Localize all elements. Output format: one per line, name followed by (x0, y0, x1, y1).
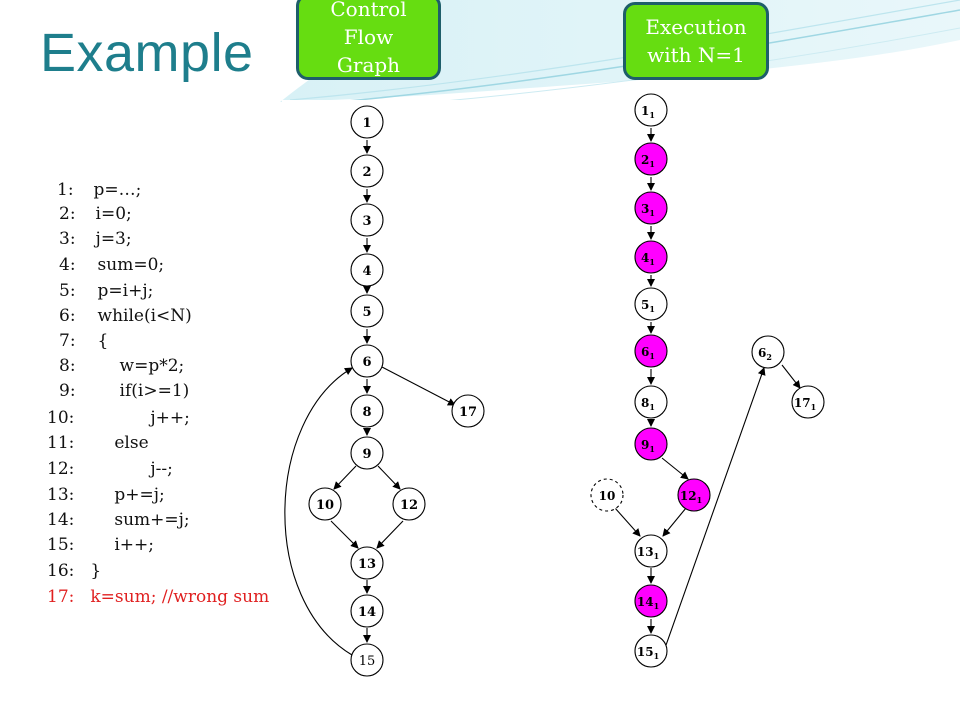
svg-text:10: 10 (316, 498, 334, 513)
cfg-node: 1 (350, 105, 384, 139)
svg-text:151: 151 (637, 645, 659, 661)
svg-text:61: 61 (641, 345, 655, 361)
code-line: 1:p=…; (57, 180, 142, 200)
cfg-node: 6 (350, 344, 384, 378)
code-line: 16:} (47, 561, 102, 581)
code-line: 5:p=i+j; (59, 281, 154, 301)
cfg-node: 15 (350, 643, 384, 677)
code-line: 3:j=3; (59, 229, 132, 249)
cfg-nodes: 1 2 3 4 5 6 8 9 10 12 13 14 15 17 (308, 105, 485, 677)
svg-text:3: 3 (362, 214, 371, 229)
exec-node: 121 (677, 478, 711, 512)
cfg-node: 8 (350, 394, 384, 428)
svg-text:12: 12 (400, 498, 418, 513)
code-line: 12:j--; (47, 459, 173, 479)
svg-text:31: 31 (641, 202, 655, 218)
cfg-node: 3 (350, 203, 384, 237)
code-line: 10:j++; (47, 408, 190, 428)
exec-node: 51 (634, 287, 668, 321)
svg-text:171: 171 (794, 396, 816, 412)
exec-node: 141 (634, 584, 668, 618)
cfg-node: 12 (392, 487, 426, 521)
execution-nodes: 11 21 31 41 51 61 81 91 10 121 131 141 1… (590, 93, 825, 668)
svg-text:131: 131 (637, 545, 659, 561)
svg-text:5: 5 (362, 305, 371, 320)
cfg-node: 10 (308, 487, 342, 521)
callout-exec-line: Execution (645, 15, 747, 39)
code-line: 15:i++; (47, 535, 155, 555)
code-line: 8:w=p*2; (59, 356, 185, 376)
code-line: 2:i=0; (59, 204, 132, 224)
exec-node: 151 (634, 634, 668, 668)
code-line: 6:while(i<N) (59, 306, 192, 326)
exec-node: 62 (751, 335, 785, 369)
cfg-node: 13 (350, 546, 384, 580)
callout-execution: Execution with N=1 (623, 2, 769, 80)
svg-text:2: 2 (362, 165, 371, 180)
cfg-node: 14 (350, 594, 384, 628)
cfg-node: 2 (350, 154, 384, 188)
callout-cfg-line: Flow (343, 25, 394, 49)
exec-node-not-executed: 10 (590, 478, 624, 512)
exec-node: 81 (634, 385, 668, 419)
svg-text:1: 1 (362, 116, 371, 131)
svg-text:10: 10 (599, 489, 616, 503)
callout-exec-line: with N=1 (647, 43, 745, 67)
svg-text:51: 51 (641, 298, 655, 314)
svg-text:8: 8 (362, 405, 371, 420)
svg-text:4: 4 (362, 264, 371, 279)
svg-text:62: 62 (758, 346, 772, 362)
cfg-node: 17 (451, 394, 485, 428)
cfg-node: 5 (350, 294, 384, 328)
callout-control-flow-graph: Control Flow Graph (296, 0, 441, 80)
callout-cfg-line: Control (330, 0, 407, 21)
svg-text:41: 41 (641, 251, 655, 267)
exec-node: 171 (791, 385, 825, 419)
code-line: 4:sum=0; (59, 255, 165, 275)
code-line: 7:{ (59, 331, 109, 351)
cfg-node: 9 (350, 436, 384, 470)
code-line: 9:if(i>=1) (59, 381, 190, 401)
svg-text:11: 11 (641, 104, 655, 120)
svg-text:9: 9 (362, 447, 371, 462)
svg-text:91: 91 (641, 438, 655, 454)
exec-node: 131 (634, 534, 668, 568)
svg-text:15: 15 (359, 654, 376, 669)
svg-text:13: 13 (358, 557, 376, 572)
svg-text:6: 6 (362, 355, 371, 370)
exec-node: 91 (634, 427, 668, 461)
svg-text:81: 81 (641, 396, 655, 412)
svg-text:121: 121 (680, 489, 702, 505)
callout-cfg-line: Graph (336, 53, 401, 77)
exec-node: 21 (634, 142, 668, 176)
cfg-panel (282, 100, 484, 680)
cfg-node: 4 (350, 253, 384, 287)
svg-text:141: 141 (637, 595, 659, 611)
exec-node: 11 (634, 93, 668, 127)
code-line: 13:p+=j; (47, 485, 165, 505)
exec-node: 61 (634, 334, 668, 368)
svg-text:14: 14 (358, 605, 376, 620)
svg-text:21: 21 (641, 153, 655, 169)
exec-node: 41 (634, 240, 668, 274)
exec-node: 31 (634, 191, 668, 225)
svg-text:17: 17 (459, 405, 477, 420)
slide-title: Example (40, 23, 254, 83)
execution-panel (592, 96, 824, 680)
code-line: 14:sum+=j; (47, 510, 190, 530)
code-line-bug: 17:k=sum; //wrong sum (47, 587, 270, 607)
code-line: 11:else (47, 433, 149, 453)
